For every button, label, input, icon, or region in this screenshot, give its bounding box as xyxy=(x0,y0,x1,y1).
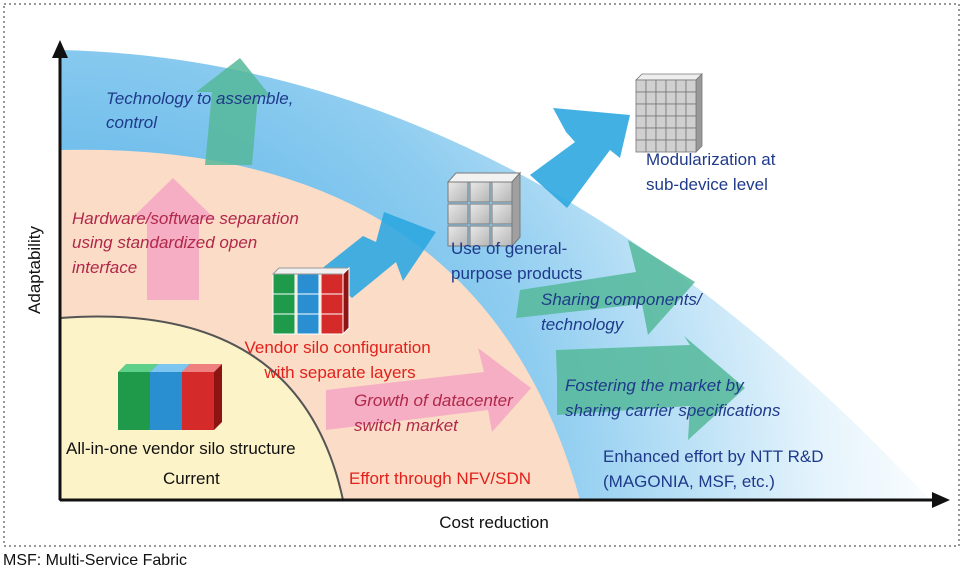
x-axis xyxy=(60,492,950,508)
pink-arrow-up xyxy=(130,178,216,300)
general-purpose-cubes-icon xyxy=(446,171,522,248)
label-fostering-market: Fostering the market by sharing carrier … xyxy=(565,376,781,420)
layered-silo-icon xyxy=(271,266,351,336)
all-in-one-silos-icon xyxy=(118,364,222,430)
label-nfv-sdn: Effort through NFV/SDN xyxy=(349,469,531,488)
label-modularization: Modularization at sub-device level xyxy=(646,150,780,194)
label-vendor-silo-layers: Vendor silo configuration with separate … xyxy=(245,338,436,382)
modularization-grid-icon xyxy=(635,73,703,153)
pink-arrow-right xyxy=(326,348,531,432)
label-growth-datacenter: Growth of datacenter switch market xyxy=(354,391,518,435)
label-general-purpose: Use of general- purpose products xyxy=(451,239,582,283)
label-all-in-one: All-in-one vendor silo structure xyxy=(66,439,296,458)
teal-arrow-fostering xyxy=(556,336,745,440)
y-axis xyxy=(52,40,68,500)
label-hw-sw-separation: Hardware/software separation using stand… xyxy=(72,209,304,277)
teal-arrow-sharing xyxy=(516,240,695,335)
blue-arrow-upper xyxy=(530,108,630,208)
label-ntt-effort: Enhanced effort by NTT R&D (MAGONIA, MSF… xyxy=(603,447,828,491)
teal-arrow-up xyxy=(196,58,272,165)
footnote: MSF: Multi-Service Fabric xyxy=(3,552,188,569)
outer-frame xyxy=(3,3,960,547)
label-current: Current xyxy=(163,469,220,488)
label-tech-assemble: Technology to assemble, control xyxy=(106,89,298,132)
y-axis-label: Adaptability xyxy=(25,226,44,314)
label-sharing-components: Sharing components/ technology xyxy=(541,290,706,334)
x-axis-label: Cost reduction xyxy=(439,513,549,532)
